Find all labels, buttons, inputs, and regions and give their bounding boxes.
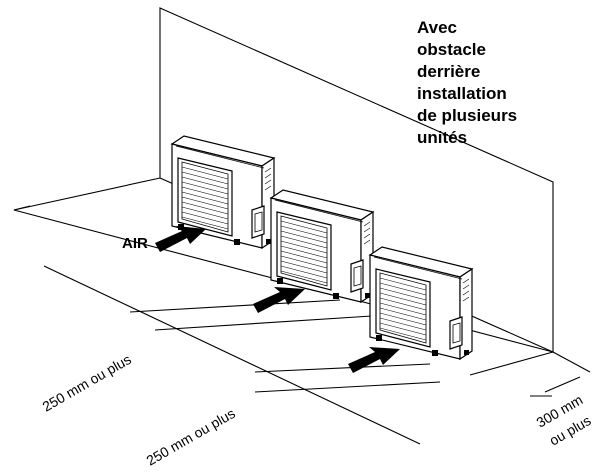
title-line: unités [417, 128, 467, 147]
outdoor-unit-3 [369, 246, 473, 360]
outdoor-unit-2 [270, 189, 374, 303]
front-clearance-label-2: 250 mm ou plus [144, 405, 238, 469]
airflow-arrow-icon [253, 287, 305, 313]
title-line: de plusieurs [417, 106, 517, 125]
front-clearance-lines [43, 265, 441, 445]
diagram-title: Avec obstacle derrière installation de p… [417, 18, 522, 147]
title-line: installation [417, 84, 507, 103]
airflow-arrow-icon [155, 226, 206, 252]
title-line: obstacle [417, 40, 486, 59]
front-clearance-label-1: 250 mm ou plus [40, 351, 134, 415]
rear-clearance-lines [469, 351, 591, 397]
airflow-arrow-icon [348, 347, 400, 373]
title-line: Avec [417, 18, 457, 37]
air-label: AIR [122, 235, 148, 252]
title-line: derrière [417, 62, 480, 81]
